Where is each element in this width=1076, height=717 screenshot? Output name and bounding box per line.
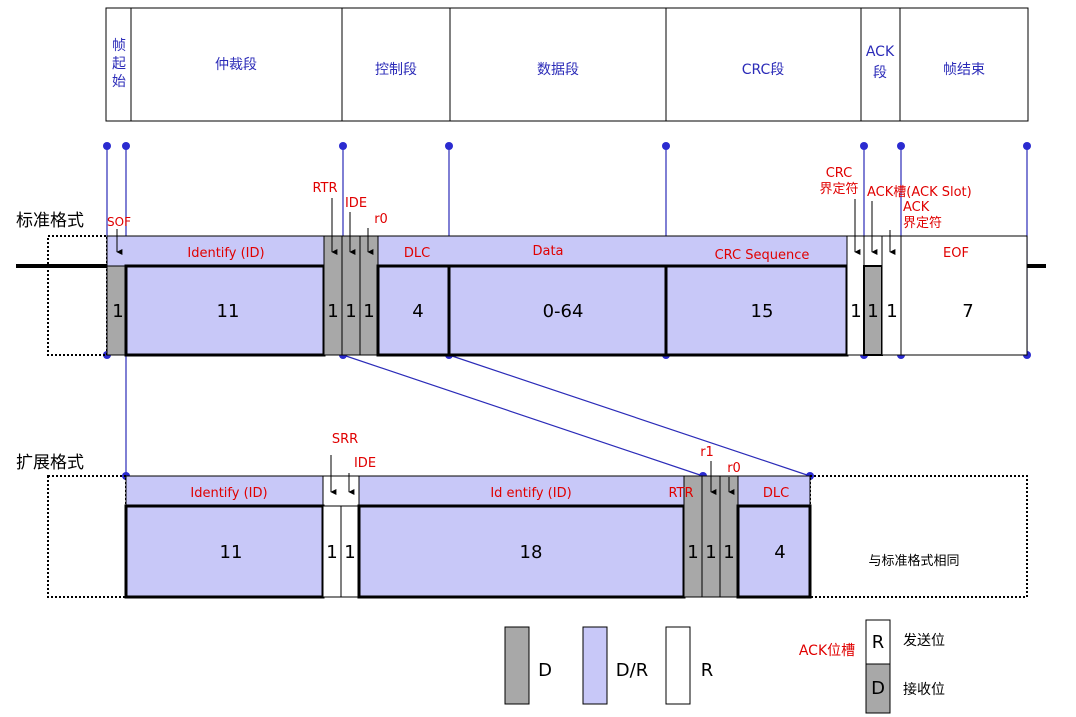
std-r0-annot: r0 [374,212,388,227]
ext-id2-label: Id entify (ID) [490,486,571,501]
ext-bits-r1: 1 [705,542,716,563]
std-ack-slot-annot: ACK槽(ACK Slot) [867,185,972,200]
std-rtr-annot: RTR [312,181,337,196]
std-bits-sof: 1 [112,301,123,322]
ext-r0-annot: r0 [727,461,741,476]
ext-same-as-standard: 与标准格式相同 [868,553,959,569]
ext-r1-annot: r1 [700,445,714,460]
header-ack-1: ACK [866,44,895,60]
std-crc-delim-annot-2: 界定符 [819,181,858,197]
std-id-label: Identify (ID) [187,246,264,261]
header-row [105,7,1029,122]
legend-ack-slot-title: ACK位槽 [799,643,855,659]
header-ack-2: 段 [873,65,887,81]
ext-rtr-label: RTR [668,486,693,501]
header-control: 控制段 [375,62,417,78]
extended-title: 扩展格式 [16,453,84,473]
ext-ide-annot: IDE [354,456,376,471]
std-crc-delim-annot-1: CRC [826,166,853,181]
header-sof-3: 始 [112,74,126,90]
std-bits-ack-delim: 1 [886,301,897,322]
legend-recv-bit: 接收位 [903,681,945,698]
header-crc: CRC段 [742,62,785,78]
legend [504,619,891,714]
ext-bits-id1: 11 [220,542,243,563]
std-bits-data: 0-64 [543,301,584,322]
ext-bits-rtr: 1 [687,542,698,563]
std-bits-crc-delim: 1 [850,301,861,322]
header-eof: 帧结束 [943,62,985,78]
std-ack-delim-annot-2: 界定符 [903,215,942,231]
legend-send-bit: 发送位 [903,633,945,649]
ext-bits-r0: 1 [723,542,734,563]
header-data: 数据段 [537,62,579,78]
legend-r-box: R [872,632,885,653]
std-bits-ide: 1 [345,301,356,322]
ext-bits-ide: 1 [344,542,355,563]
std-crc-seq-label: CRC Sequence [715,248,810,263]
ext-dlc-label: DLC [763,486,789,501]
std-ack-delim-annot-1: ACK [903,200,930,215]
ext-bits-srr: 1 [326,542,337,563]
ext-bits-id2: 18 [520,542,543,563]
legend-dr: D/R [616,660,648,681]
standard-frame [106,235,1028,357]
std-data-label: Data [532,244,563,259]
std-bits-rtr: 1 [327,301,338,322]
header-arbitration: 仲裁段 [215,57,257,73]
std-bits-ack-slot: 1 [867,301,878,322]
ext-srr-annot: SRR [332,432,358,447]
header-sof-1: 帧 [112,38,126,54]
extended-frame [124,475,812,599]
std-bits-id: 11 [217,301,240,322]
header-sof-2: 起 [112,56,126,72]
legend-r: R [701,660,714,681]
ext-id1-label: Identify (ID) [190,486,267,501]
std-bits-eof: 7 [962,301,973,322]
ext-bits-dlc: 4 [774,542,785,563]
std-bits-r0: 1 [363,301,374,322]
std-eof-label: EOF [943,246,969,261]
std-ide-annot: IDE [345,196,367,211]
std-bits-dlc: 4 [412,301,423,322]
legend-d: D [538,660,552,681]
std-bits-crc: 15 [751,301,774,322]
legend-d-box: D [871,678,885,699]
std-dlc-label: DLC [404,246,430,261]
std-sof-annot: SOF [107,215,131,229]
standard-title: 标准格式 [16,211,84,231]
